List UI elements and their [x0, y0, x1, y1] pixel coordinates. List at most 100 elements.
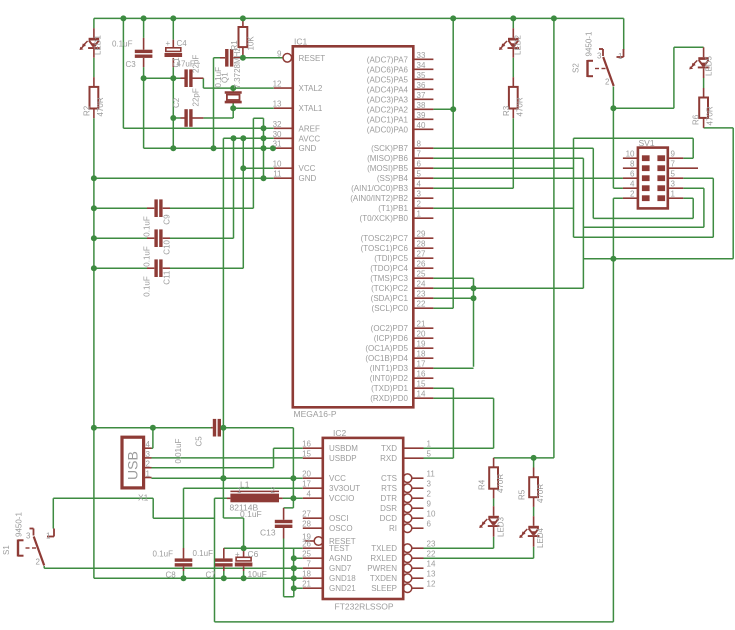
svg-text:6: 6 [417, 160, 422, 169]
svg-text:2: 2 [417, 200, 422, 209]
svg-text:18: 18 [417, 350, 426, 359]
svg-text:29: 29 [417, 230, 426, 239]
svg-text:18: 18 [302, 570, 311, 579]
svg-text:C8: C8 [166, 571, 177, 580]
svg-text:IC2: IC2 [333, 428, 347, 438]
svg-text:16: 16 [302, 440, 311, 449]
svg-text:6: 6 [630, 170, 635, 179]
svg-text:GND18: GND18 [329, 574, 356, 583]
svg-text:2: 2 [605, 78, 610, 87]
svg-text:21: 21 [417, 320, 426, 329]
svg-text:(TXD)PD1: (TXD)PD1 [371, 384, 408, 393]
svg-text:28: 28 [302, 520, 311, 529]
svg-text:(ADC6)PA6: (ADC6)PA6 [367, 65, 409, 74]
svg-text:RXLED: RXLED [370, 554, 397, 563]
svg-text:22: 22 [427, 550, 436, 559]
svg-text:(ADC0)PA0: (ADC0)PA0 [367, 125, 409, 134]
svg-text:10uF: 10uF [248, 569, 267, 579]
svg-text:5: 5 [427, 450, 432, 459]
svg-text:C3: C3 [126, 60, 137, 69]
svg-text:470R: 470R [96, 97, 105, 116]
svg-text:7: 7 [417, 150, 422, 159]
svg-text:RTS: RTS [381, 484, 397, 493]
svg-text:4: 4 [307, 490, 312, 499]
svg-text:(T1)PB1: (T1)PB1 [378, 204, 408, 213]
svg-text:3: 3 [26, 532, 31, 541]
svg-text:10: 10 [427, 510, 436, 519]
svg-text:(OC2)PD7: (OC2)PD7 [371, 324, 409, 333]
svg-text:XTAL2: XTAL2 [299, 84, 323, 93]
svg-text:37: 37 [417, 91, 426, 100]
svg-text:(SCL)PC0: (SCL)PC0 [372, 304, 409, 313]
svg-text:(OC1A)PD5: (OC1A)PD5 [365, 344, 408, 353]
svg-text:+: + [166, 39, 171, 48]
svg-text:22: 22 [417, 300, 426, 309]
svg-text:0.1uF: 0.1uF [214, 67, 223, 88]
svg-text:USBDM: USBDM [329, 444, 358, 453]
svg-text:31: 31 [273, 140, 282, 149]
svg-text:3: 3 [417, 190, 422, 199]
svg-text:TXLED: TXLED [371, 544, 397, 553]
svg-text:(TDO)PC4: (TDO)PC4 [370, 264, 408, 273]
svg-text:82114B: 82114B [230, 503, 259, 513]
svg-text:15: 15 [302, 450, 311, 459]
svg-text:(T0/XCK)PB0: (T0/XCK)PB0 [360, 214, 409, 223]
svg-text:SLEEP: SLEEP [371, 584, 397, 593]
svg-text:AGND: AGND [329, 554, 352, 563]
svg-text:0.1uF: 0.1uF [240, 509, 262, 519]
svg-text:4: 4 [630, 180, 635, 189]
svg-text:32: 32 [273, 120, 282, 129]
svg-text:RI: RI [389, 524, 397, 533]
svg-text:16: 16 [417, 370, 426, 379]
svg-text:0.1uF: 0.1uF [193, 549, 214, 558]
svg-text:TXDEN: TXDEN [370, 574, 397, 583]
svg-text:(INT0)PD2: (INT0)PD2 [370, 374, 409, 383]
svg-text:40: 40 [417, 121, 426, 130]
svg-text:5: 5 [671, 170, 676, 179]
svg-text:11: 11 [427, 470, 436, 479]
svg-text:11: 11 [273, 170, 282, 179]
svg-text:AREF: AREF [299, 124, 320, 133]
svg-text:19: 19 [302, 533, 311, 542]
svg-text:7.3728MHz: 7.3728MHz [233, 48, 242, 89]
svg-text:2: 2 [427, 490, 432, 499]
svg-text:RESET: RESET [329, 537, 356, 546]
svg-text:USB: USB [125, 451, 141, 480]
svg-text:LED3: LED3 [497, 516, 506, 537]
svg-text:1: 1 [146, 470, 151, 479]
svg-text:10: 10 [626, 150, 635, 159]
svg-text:(OC1B)PD4: (OC1B)PD4 [365, 354, 408, 363]
svg-text:R4: R4 [478, 479, 487, 490]
svg-text:GND21: GND21 [329, 584, 356, 593]
svg-text:470R: 470R [516, 97, 525, 116]
svg-text:17: 17 [302, 480, 311, 489]
svg-text:1: 1 [237, 486, 242, 495]
svg-text:2: 2 [36, 558, 41, 567]
svg-text:(INT1)PD3: (INT1)PD3 [370, 364, 409, 373]
svg-text:27: 27 [417, 250, 426, 259]
svg-text:15: 15 [417, 380, 426, 389]
svg-text:(TOSC2)PC7: (TOSC2)PC7 [361, 234, 409, 243]
svg-text:10K: 10K [247, 36, 256, 51]
svg-text:1: 1 [417, 210, 422, 219]
svg-text:(RXD)PD0: (RXD)PD0 [370, 394, 408, 403]
svg-text:14: 14 [427, 560, 436, 569]
svg-text:3: 3 [146, 450, 151, 459]
svg-text:C13: C13 [260, 528, 276, 538]
svg-text:470R: 470R [496, 474, 505, 493]
svg-text:8: 8 [417, 140, 422, 149]
svg-text:RESET: RESET [299, 54, 326, 63]
svg-text:17: 17 [417, 360, 426, 369]
svg-text:470R: 470R [706, 106, 715, 125]
svg-text:VCC: VCC [329, 474, 346, 483]
svg-text:25: 25 [302, 550, 311, 559]
svg-text:3: 3 [597, 52, 602, 61]
svg-text:0.1uF: 0.1uF [143, 276, 152, 297]
svg-text:20: 20 [417, 330, 426, 339]
svg-text:S2: S2 [572, 63, 581, 73]
svg-text:R2: R2 [83, 105, 92, 116]
svg-text:28: 28 [417, 240, 426, 249]
svg-text:9: 9 [277, 50, 282, 59]
svg-text:47uF: 47uF [177, 60, 195, 69]
svg-text:(ADC7)PA7: (ADC7)PA7 [367, 55, 409, 64]
